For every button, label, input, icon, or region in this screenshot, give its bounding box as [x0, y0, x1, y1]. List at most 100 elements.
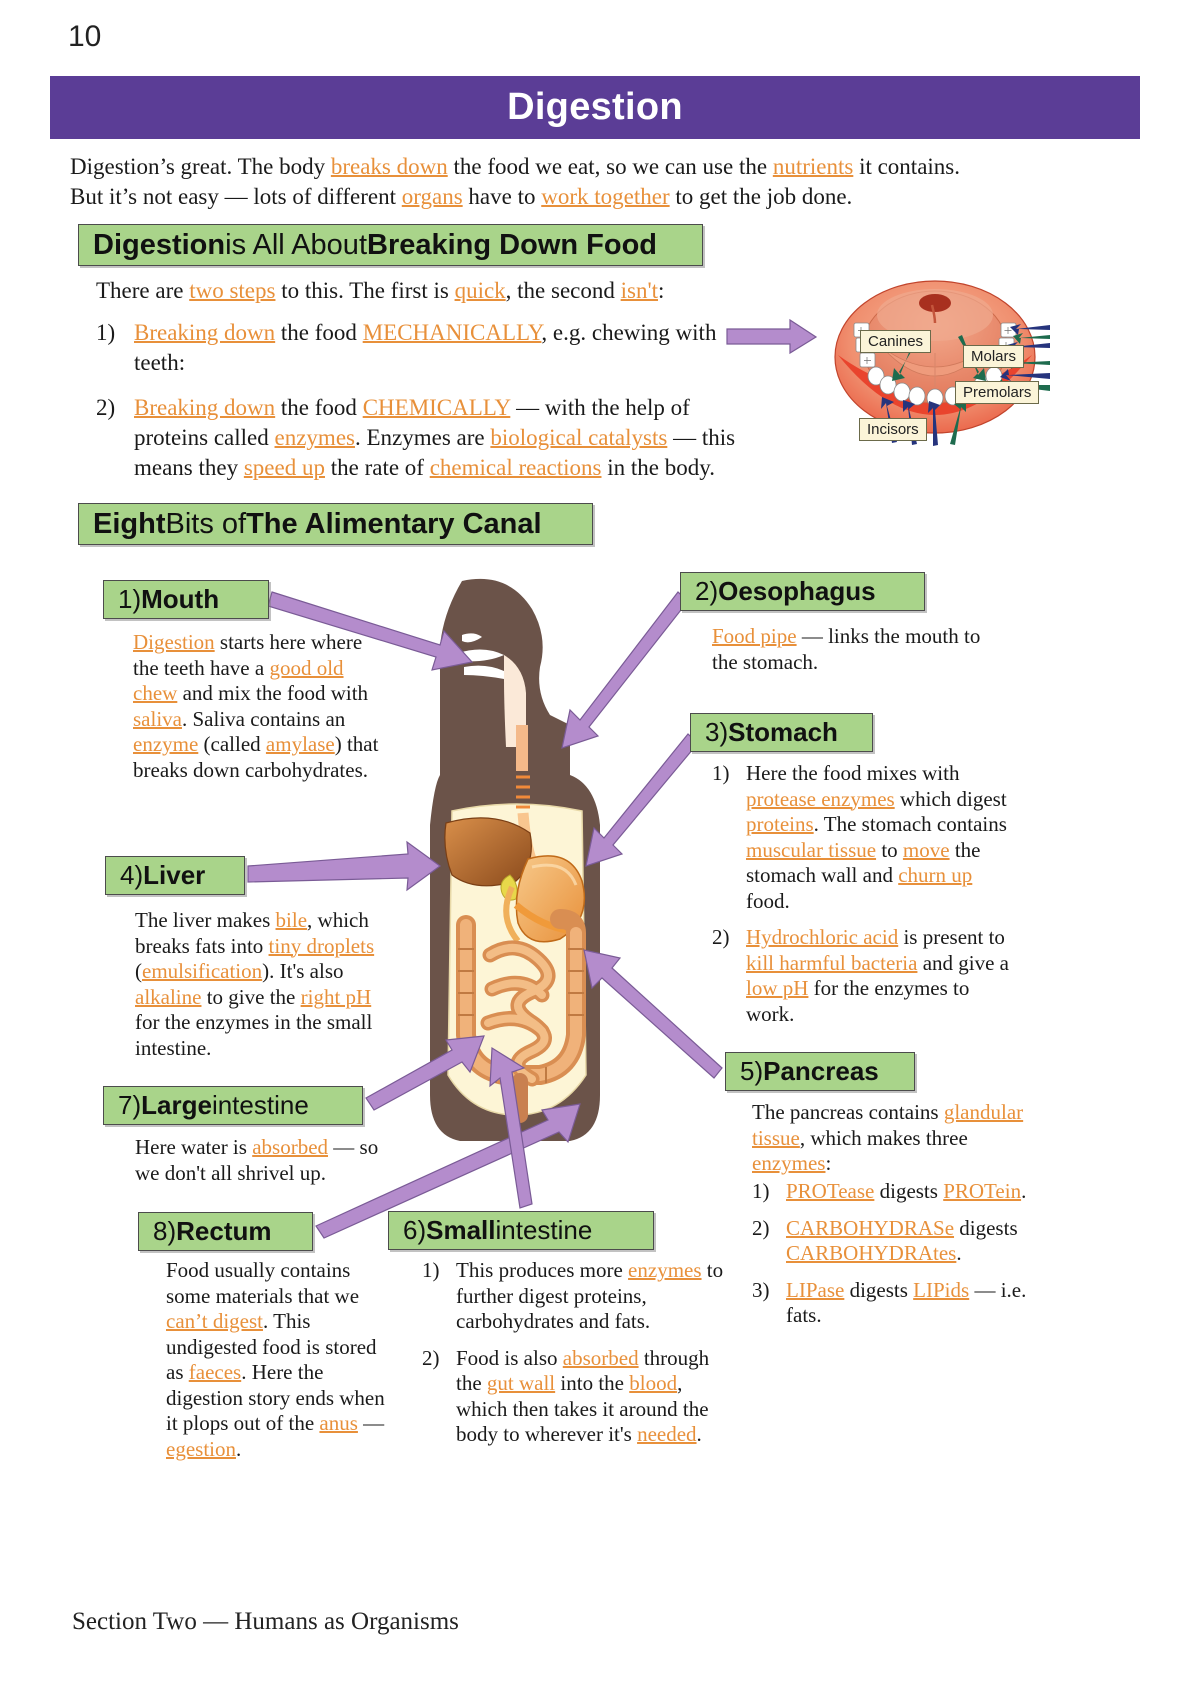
text: Food is also	[456, 1345, 563, 1370]
organ-text-oesophagus: Food pipe — links the mouth to the stoma…	[712, 624, 1002, 675]
text: which digest	[894, 786, 1007, 811]
keyword-lipids: LIPids	[913, 1277, 970, 1302]
text: into the	[555, 1371, 630, 1395]
list-item: 1) PROTease digests PROTein.	[752, 1179, 1030, 1205]
organ-name-suffix: intestine	[495, 1215, 593, 1245]
intro-line-2: But it’s not easy — lots of different or…	[70, 182, 1130, 212]
text: , which then takes it around the body to…	[456, 1371, 709, 1446]
heading-part: The Alimentary Canal	[246, 507, 542, 540]
text: . The stomach contains	[813, 812, 1007, 836]
organ-text-pancreas: The pancreas contains glandular tissue, …	[752, 1100, 1030, 1177]
teeth-label-incisors: Incisors	[859, 418, 927, 441]
organ-list-stomach: 1) Here the food mixes with protease enz…	[712, 761, 1017, 1027]
section-heading-alimentary-canal: Eight Bits of The Alimentary Canal	[78, 503, 593, 545]
organ-heading-liver: 4) Liver	[105, 856, 245, 895]
list-item: 3) LIPase digests LIPids — i.e. fats.	[752, 1278, 1030, 1329]
text: This produces more	[456, 1258, 629, 1282]
keyword-protease-enzymes: protease enzymes	[746, 786, 895, 811]
list-text: Breaking down the food CHEMICALLY — with…	[134, 393, 736, 483]
keyword-digestion: Digestion	[133, 630, 215, 654]
keyword-nutrients: nutrients	[772, 154, 854, 179]
list-number: 1)	[752, 1179, 770, 1203]
keyword-saliva: saliva	[133, 706, 182, 731]
list-number: 2)	[96, 395, 116, 420]
text: .	[696, 1422, 702, 1446]
text: to further digest proteins, carbohydrate…	[456, 1258, 724, 1333]
keyword-absorbed: absorbed	[562, 1345, 639, 1370]
text: There are	[96, 278, 190, 303]
heading-part: Digestion	[93, 228, 226, 261]
text: (	[135, 959, 142, 983]
text: digests	[954, 1215, 1018, 1240]
text: food.	[746, 888, 790, 913]
keyword-faeces: faeces	[188, 1360, 242, 1384]
intro-text: Digestion’s great. The body	[70, 154, 331, 179]
keyword-breaks-down: breaks down	[330, 154, 448, 179]
text: for the enzymes in the small intestine.	[135, 1010, 373, 1060]
text: the rate of	[324, 455, 430, 480]
text: :	[825, 1151, 832, 1175]
organ-name: Rectum	[176, 1216, 272, 1246]
keyword-protein: PROTein	[943, 1179, 1022, 1203]
organ-number: 8)	[153, 1216, 177, 1246]
text: ). It's also	[262, 959, 344, 983]
list-number: 3)	[752, 1277, 770, 1302]
text: — with the help of proteins called	[134, 395, 690, 450]
list-item: 2) Breaking down the food CHEMICALLY — w…	[96, 393, 736, 483]
keyword-work-together: work together	[541, 184, 670, 209]
intro-text: But it’s not easy — lots of different	[70, 184, 402, 209]
text: , which breaks fats into	[135, 908, 369, 958]
text: in the body.	[601, 455, 715, 480]
keyword-right-ph: right pH	[300, 984, 372, 1009]
organ-number: 1)	[118, 584, 142, 614]
keyword-two-steps: two steps	[189, 278, 276, 303]
list-number: 2)	[712, 925, 730, 949]
keyword-tiny-droplets: tiny droplets	[268, 933, 375, 958]
keyword-breaking-down: Breaking down	[134, 395, 276, 420]
keyword-needed: needed	[637, 1422, 697, 1446]
text: the stomach wall and	[746, 837, 981, 888]
heading-part: is All About	[225, 228, 367, 261]
text: is present to	[898, 925, 1005, 949]
keyword-lipase: LIPase	[786, 1277, 845, 1302]
keyword-enzymes: enzymes	[274, 425, 355, 450]
keyword-enzyme: enzyme	[133, 732, 199, 756]
organ-text-liver: The liver makes bile, which breaks fats …	[135, 908, 395, 1061]
text: , e.g. chewing with teeth:	[134, 320, 717, 375]
list-item: 1) Breaking down the food MECHANICALLY, …	[96, 318, 736, 378]
organ-name: Oesophagus	[718, 576, 876, 606]
teeth-label-premolars: Premolars	[955, 381, 1040, 404]
intro-text: the food we eat, so we can use the	[447, 154, 773, 179]
organ-heading-large-intestine: 7) Large intestine	[103, 1086, 363, 1125]
keyword-low-ph: low pH	[746, 976, 809, 1000]
text: the food	[275, 320, 363, 345]
organ-name: Stomach	[728, 717, 838, 747]
text: and mix the food with	[177, 681, 369, 705]
list-text: Here the food mixes with protease enzyme…	[746, 761, 1017, 914]
list-item: 1) Here the food mixes with protease enz…	[712, 761, 1017, 914]
page-number: 10	[68, 20, 102, 53]
organ-heading-mouth: 1) Mouth	[103, 580, 269, 619]
intro-line-1: Digestion’s great. The body breaks down …	[70, 152, 1130, 182]
keyword-chemically: CHEMICALLY	[362, 395, 511, 420]
organ-number: 6)	[403, 1215, 427, 1245]
digestive-system-diagram	[430, 578, 600, 1141]
list-item: 1) This produces more enzymes to further…	[422, 1258, 732, 1335]
text: . Saliva contains an	[181, 706, 346, 731]
text: Food usually contains some materials tha…	[166, 1258, 360, 1308]
keyword-blood: blood	[629, 1371, 678, 1395]
organ-name: Mouth	[141, 584, 220, 614]
organ-list-small-intestine: 1) This produces more enzymes to further…	[422, 1258, 732, 1448]
text: and give a	[917, 950, 1009, 975]
keyword-bile: bile	[275, 908, 308, 932]
text: to give the	[201, 984, 301, 1009]
intro-text: to get the job done.	[669, 184, 853, 209]
keyword-emulsification: emulsification	[142, 959, 263, 983]
keyword-speed-up: speed up	[243, 455, 325, 480]
organ-text-mouth: Digestion starts here where the teeth ha…	[133, 630, 381, 783]
keyword-enzymes: enzymes	[628, 1258, 702, 1282]
heading-part: Bits of	[165, 507, 247, 540]
keyword-food-pipe: Food pipe	[712, 624, 797, 648]
text: —	[357, 1411, 385, 1435]
